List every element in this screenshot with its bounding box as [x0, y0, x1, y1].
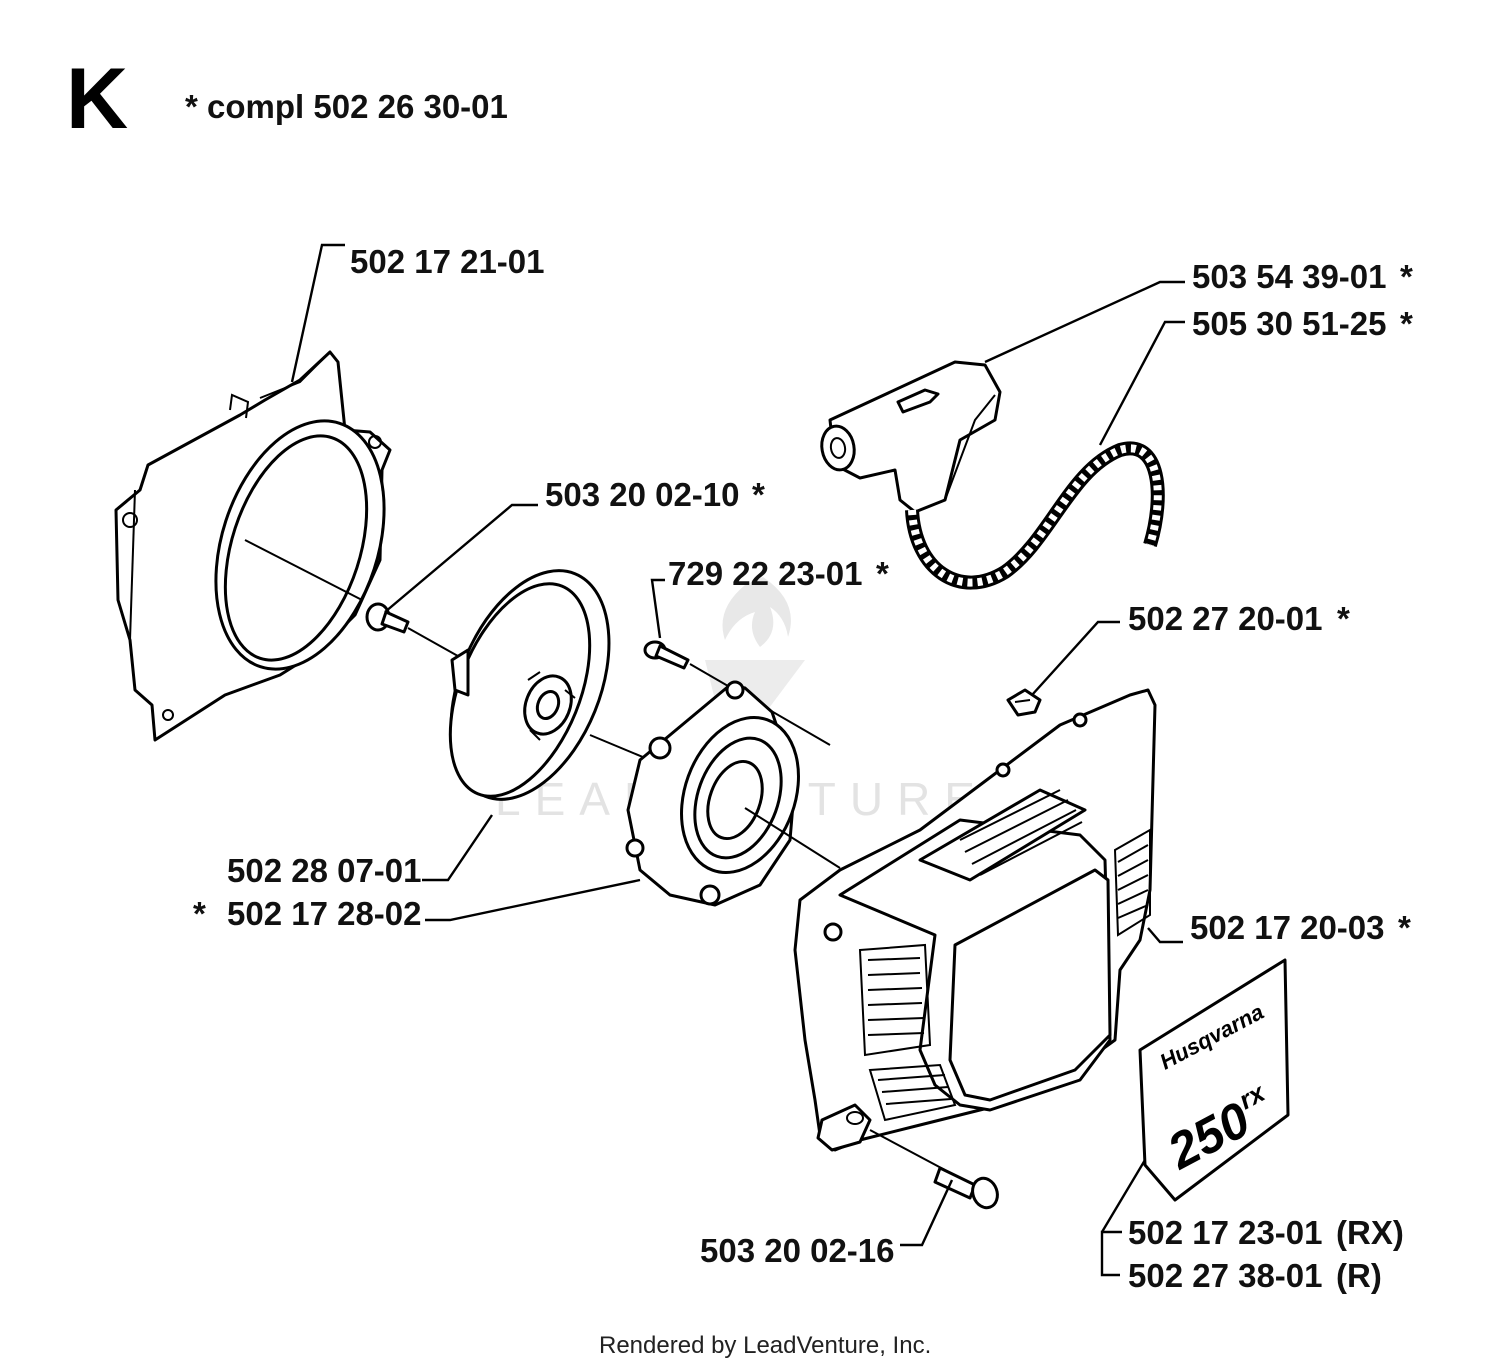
- label-screw-pulley: 503 20 02-10: [545, 476, 740, 513]
- axis-line-2: [407, 627, 466, 661]
- leader-fan-housing: [290, 243, 345, 383]
- label-starter-rope: 505 30 51-25: [1192, 305, 1387, 342]
- axis-line-3: [589, 734, 651, 761]
- leader-starter-cover: [1147, 927, 1183, 944]
- decal-drawing: Husqvarna 250 rx: [1138, 958, 1290, 1202]
- leader-recoil-cassette: [425, 878, 641, 922]
- label-starter-handle: 503 54 39-01: [1192, 258, 1387, 295]
- leader-rope-pulley: [422, 814, 493, 882]
- leader-screw-pulley: [384, 503, 538, 613]
- recoil-cassette-drawing: [625, 680, 800, 907]
- screw-cover-drawing: [869, 1129, 999, 1210]
- kit-label: * compl 502 26 30-01: [185, 88, 508, 125]
- rope-pulley-drawing: [448, 569, 611, 801]
- label-rope-pulley: 502 28 07-01: [227, 852, 422, 889]
- asterisk-screw-small: *: [876, 555, 889, 592]
- grommet-drawing: [1006, 688, 1042, 717]
- label-screw-cover: 503 20 02-16: [700, 1232, 895, 1269]
- asterisk-screw-pulley: *: [752, 476, 765, 513]
- leader-grommet: [1031, 620, 1120, 696]
- label-starter-cover: 502 17 20-03: [1190, 909, 1385, 946]
- footer-credit: Rendered by LeadVenture, Inc.: [599, 1332, 931, 1359]
- fan-housing-drawing: [114, 350, 392, 742]
- label-decal-rx: 502 17 23-01: [1128, 1214, 1323, 1251]
- variant-decal-rx: (RX): [1336, 1214, 1404, 1251]
- section-letter: K: [66, 51, 128, 147]
- label-decal-r: 502 27 38-01: [1128, 1257, 1323, 1294]
- starter-handle-drawing: [820, 360, 1002, 514]
- leader-starter-rope: [1098, 320, 1185, 446]
- axis-line-1: [244, 539, 363, 601]
- screw-small-drawing: [643, 640, 690, 670]
- asterisk-grommet: *: [1337, 600, 1350, 637]
- label-recoil-cassette: 502 17 28-02: [227, 895, 422, 932]
- label-fan-housing: 502 17 21-01: [350, 243, 545, 280]
- asterisk-starter-cover: *: [1398, 909, 1411, 946]
- asterisk-starter-rope: *: [1400, 305, 1413, 342]
- leader-screw-small: [650, 578, 665, 639]
- asterisk-starter-handle: *: [1400, 258, 1413, 295]
- variant-decal-r: (R): [1336, 1257, 1382, 1294]
- leader-starter-handle: [984, 280, 1185, 364]
- label-screw-small: 729 22 23-01: [668, 555, 863, 592]
- leader-decal: [1100, 1159, 1147, 1277]
- starter-rope-drawing: [905, 441, 1165, 590]
- screw-pulley-drawing: [365, 602, 410, 634]
- starter-cover-drawing: [793, 688, 1157, 1152]
- prefix-recoil-cassette: *: [193, 895, 206, 932]
- axis-line-5: [744, 807, 841, 869]
- leader-screw-cover: [900, 1179, 954, 1247]
- label-grommet: 502 27 20-01: [1128, 600, 1323, 637]
